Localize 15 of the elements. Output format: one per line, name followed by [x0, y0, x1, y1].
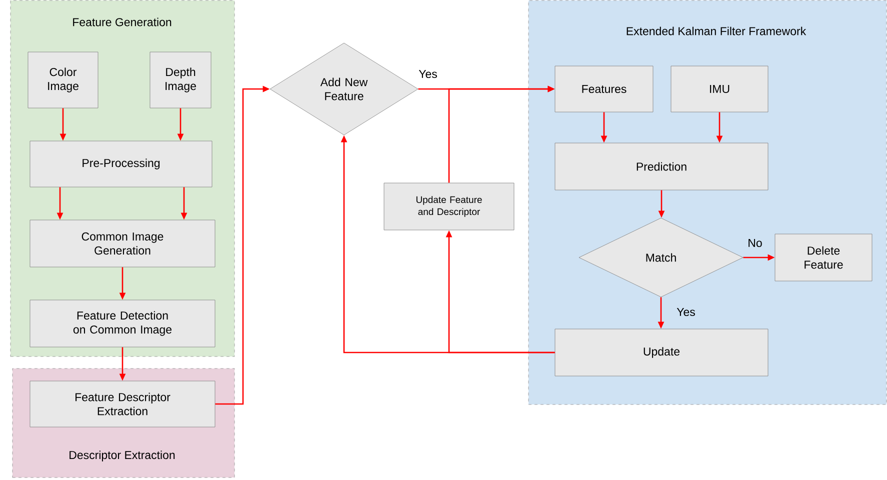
process-box: Prediction [554, 142, 768, 190]
process-box: Delete Feature [774, 234, 872, 282]
process-box: Feature Descriptor Extraction [30, 380, 216, 428]
process-box: Common Image Generation [30, 220, 216, 268]
edge-label: Yes [676, 307, 696, 318]
process-box: Depth Image [150, 52, 212, 108]
process-box: IMU [670, 66, 768, 112]
process-box: Update Feature and Descriptor [384, 182, 514, 230]
process-box: Features [554, 66, 654, 112]
process-box: Update [554, 328, 768, 376]
process-box: Color Image [28, 52, 98, 108]
process-box: Pre-Processing [30, 140, 212, 188]
edge-label: No [746, 238, 764, 248]
process-box: Feature Detection on Common Image [30, 300, 216, 348]
edge-label: Yes [418, 69, 438, 80]
